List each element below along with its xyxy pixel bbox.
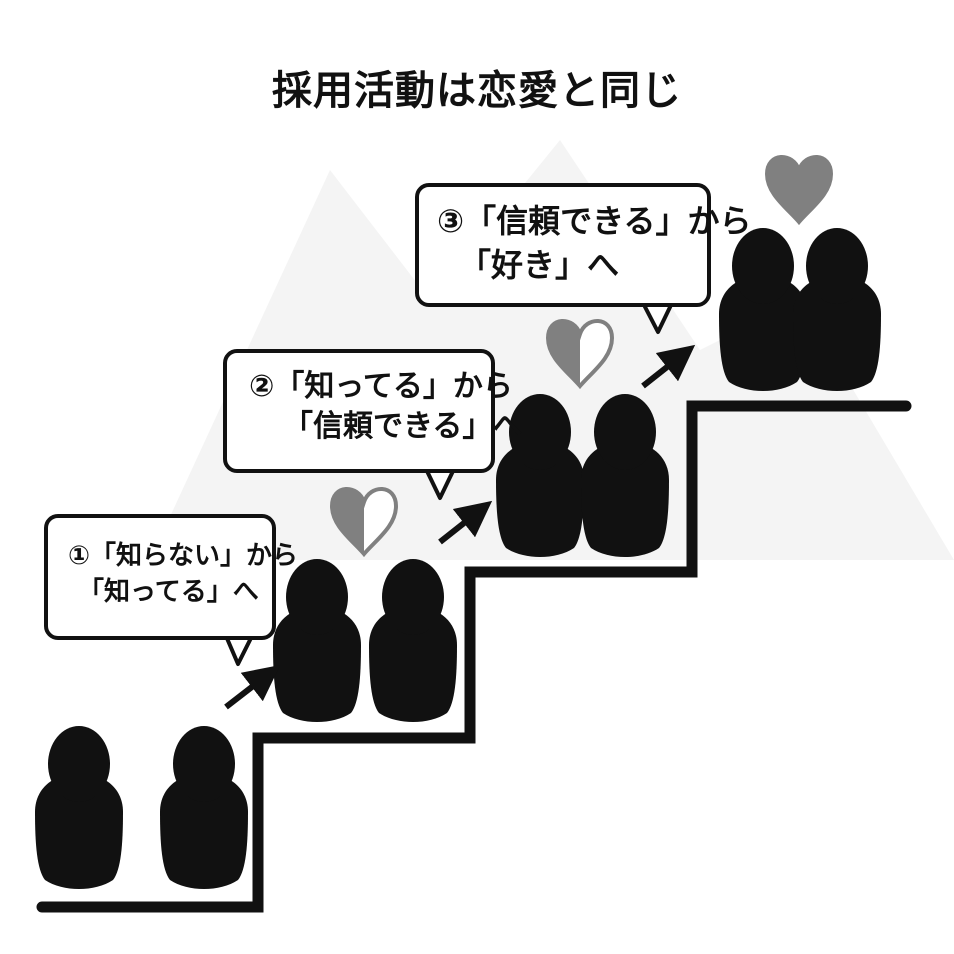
- bubble-tail: [224, 633, 254, 666]
- person-icon: [273, 559, 361, 722]
- bubble-text-line: ③「信頼できる」から: [437, 202, 752, 240]
- person-pair-start: [35, 726, 248, 889]
- bubble-text-line: ①「知らない」から: [68, 541, 299, 571]
- bubble-text-line: 「知ってる」へ: [78, 577, 259, 607]
- person-icon: [35, 726, 123, 889]
- staircase-line: [36, 400, 912, 913]
- heart-full-icon: [765, 154, 833, 225]
- arrow-step-3: [641, 344, 696, 389]
- diagram-title: 採用活動は恋愛と同じ: [272, 68, 682, 114]
- person-icon: [793, 228, 881, 391]
- speech-bubble-step-1: ①「知らない」から 「知ってる」へ: [44, 514, 299, 640]
- person-pair-step-3: [719, 228, 881, 391]
- bubble-text-line: ②「知ってる」から: [249, 369, 513, 404]
- bubble-text-line: 「信頼できる」へ: [283, 409, 523, 444]
- person-icon: [369, 559, 457, 722]
- arrow-step-1: [224, 664, 281, 710]
- speech-bubble-step-2: ②「知ってる」から 「信頼できる」へ: [223, 349, 523, 473]
- person-icon: [160, 726, 248, 889]
- arrow-step-2: [438, 500, 493, 545]
- speech-bubble-step-3: ③「信頼できる」から 「好き」へ: [415, 183, 752, 307]
- bubble-text-line: 「好き」へ: [459, 246, 620, 284]
- person-pair-step-1: [273, 559, 457, 722]
